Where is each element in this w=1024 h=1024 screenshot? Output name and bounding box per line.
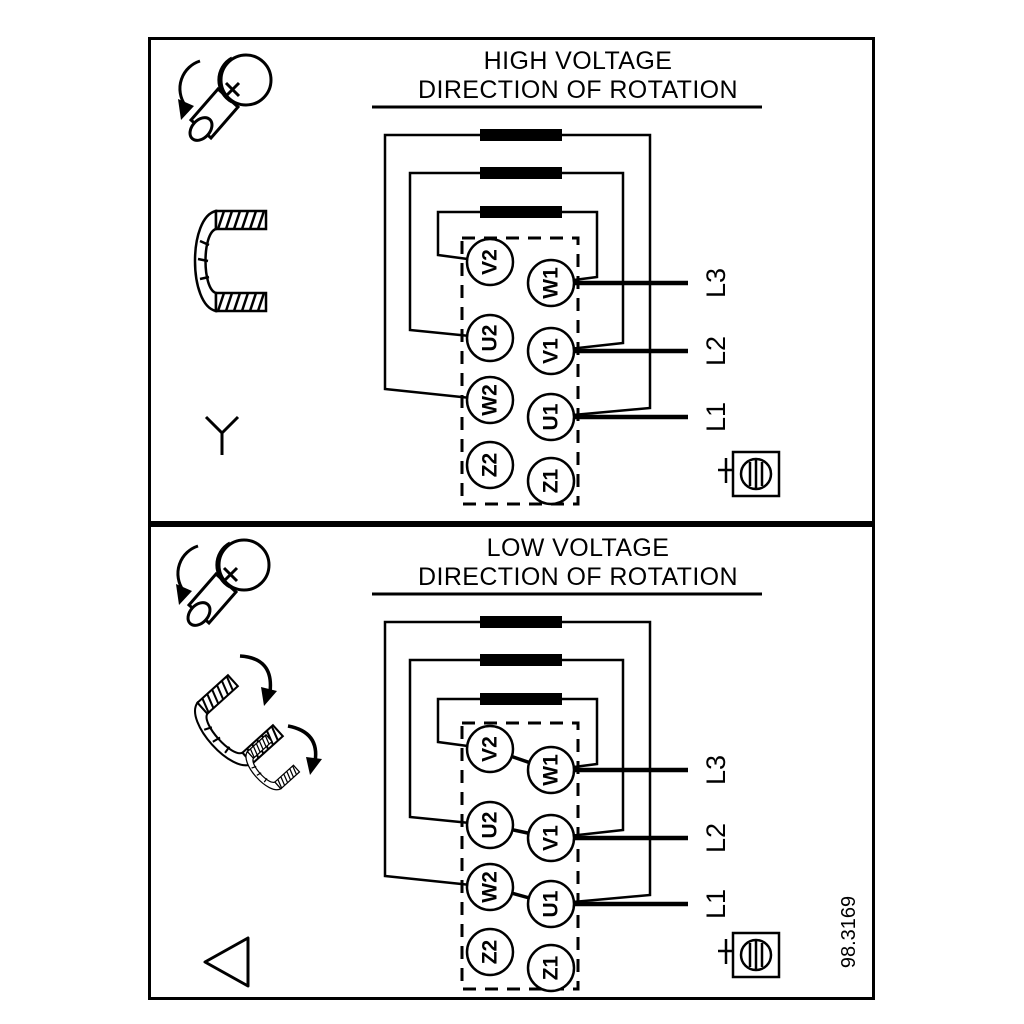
terminal-label: V1 — [540, 825, 563, 851]
rotation-arrow — [239, 654, 273, 693]
terminal-circle: Z1 — [526, 943, 576, 993]
panel-title-line1: HIGH VOLTAGE — [484, 47, 673, 75]
panel-border — [148, 37, 875, 524]
terminal-circle: Z2 — [465, 927, 515, 977]
terminal-circle: V1 — [526, 326, 576, 376]
terminal-label: V2 — [479, 249, 502, 275]
panel-title-line1: LOW VOLTAGE — [487, 534, 670, 562]
screw-rotation-icon — [176, 53, 273, 147]
panel-title-line2: DIRECTION OF ROTATION — [418, 76, 738, 104]
winding-bar — [480, 206, 562, 218]
supply-line-label: L3 — [701, 755, 731, 785]
bridge-clip-icon — [193, 209, 268, 313]
terminal-label: Z2 — [479, 453, 502, 478]
terminal-label: W1 — [540, 267, 563, 299]
terminal-circle: V1 — [526, 813, 576, 863]
terminal-label: V1 — [540, 338, 563, 364]
screw-rotation-icon — [174, 538, 271, 632]
panel-border — [148, 524, 875, 1000]
terminal-label: Z1 — [540, 468, 563, 493]
winding-bar — [480, 129, 562, 141]
terminal-label: W1 — [540, 754, 563, 786]
high-voltage-panel: HIGH VOLTAGE DIRECTION OF ROTATION — [148, 37, 875, 524]
supply-line-label: L2 — [701, 336, 731, 366]
winding-bar — [480, 167, 562, 179]
terminal-label: U1 — [540, 890, 563, 917]
delta-connection-icon — [203, 936, 250, 988]
supply-line-label: L2 — [701, 823, 731, 853]
winding-bar — [480, 693, 562, 705]
terminal-label: Z1 — [540, 955, 563, 980]
rotation-arrow — [287, 724, 318, 763]
terminal-label: V2 — [479, 736, 502, 762]
terminal-block: V2 U2 W2 Z2 W1 — [460, 236, 580, 506]
terminal-label: Z2 — [479, 940, 502, 965]
panel-title-line2: DIRECTION OF ROTATION — [418, 563, 738, 591]
low-voltage-panel: LOW VOLTAGE DIRECTION OF ROTATION — [148, 524, 875, 1000]
winding-bars — [480, 616, 562, 705]
terminal-label: U2 — [479, 325, 502, 352]
winding-bar — [480, 654, 562, 666]
delta-bridge-clips-icon — [183, 654, 322, 797]
terminal-block-outline — [460, 721, 580, 991]
terminal-circle: U1 — [526, 879, 576, 929]
terminal-label: U1 — [540, 403, 563, 430]
terminal-circle: U1 — [526, 392, 576, 442]
terminal-circle: W1 — [526, 258, 576, 308]
terminal-label: U2 — [479, 812, 502, 839]
terminal-circle: V2 — [465, 724, 515, 774]
winding-bars — [480, 129, 562, 218]
terminal-label: W2 — [479, 384, 502, 416]
supply-line-label: L1 — [701, 402, 731, 432]
star-connection-icon — [204, 415, 240, 455]
terminal-circle: W1 — [526, 745, 576, 795]
terminal-block-outline — [460, 236, 580, 506]
ground-terminal-icon — [716, 931, 781, 979]
figure-number: 98.3169 — [838, 896, 860, 968]
supply-line-label: L1 — [701, 889, 731, 919]
terminal-circle: U2 — [465, 313, 515, 363]
arrowhead — [306, 757, 322, 775]
ground-terminal-icon — [716, 450, 781, 498]
terminal-circle: Z2 — [465, 440, 515, 490]
terminal-circle: Z1 — [526, 456, 576, 506]
supply-line-label: L3 — [701, 268, 731, 298]
terminal-circle: U2 — [465, 800, 515, 850]
terminal-circle: W2 — [465, 375, 515, 425]
terminal-circle: V2 — [465, 237, 515, 287]
terminal-block: V2 U2 W2 Z2 W1 — [460, 721, 580, 993]
terminal-circle: W2 — [465, 862, 515, 912]
winding-bar — [480, 616, 562, 628]
arrowhead — [261, 687, 277, 706]
terminal-label: W2 — [479, 871, 502, 903]
